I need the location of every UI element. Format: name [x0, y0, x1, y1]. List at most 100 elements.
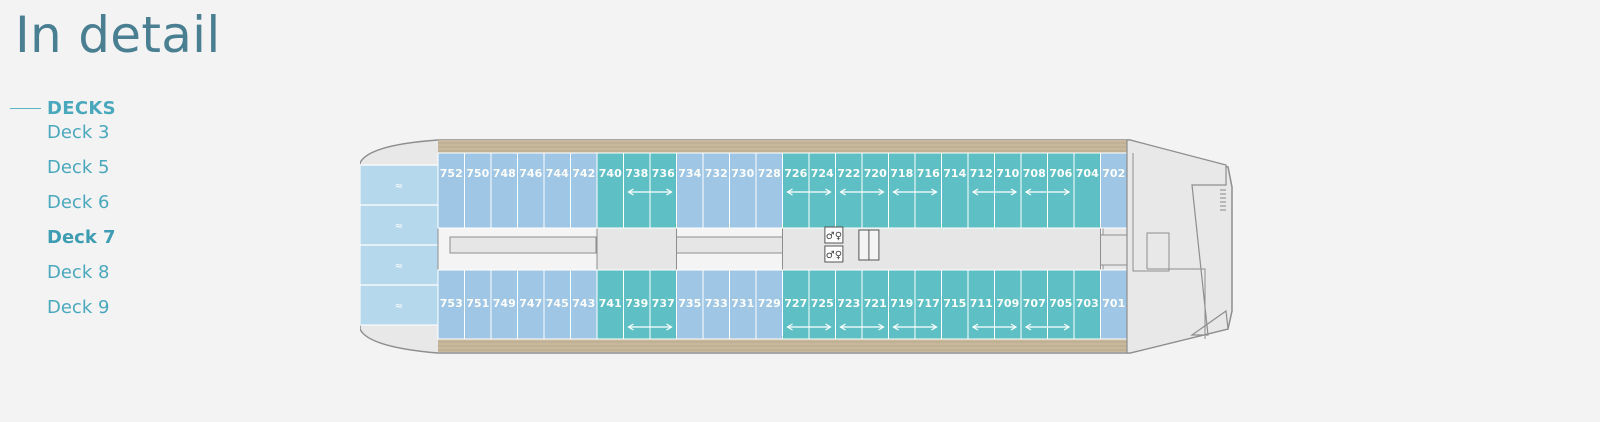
cabin-729[interactable]: 729	[755, 269, 783, 340]
cabin-743[interactable]: 743	[570, 269, 598, 340]
deck-link-7[interactable]: Deck 7	[47, 227, 116, 248]
cabin-719[interactable]: 719	[888, 269, 916, 340]
cabin-714[interactable]: 714	[941, 152, 969, 229]
cabin-749[interactable]: 749	[490, 269, 518, 340]
cabin-716[interactable]: 716	[914, 152, 942, 229]
cabin-750[interactable]: 750	[464, 152, 492, 229]
cabin-708[interactable]: 708	[1020, 152, 1048, 229]
cabin-cell[interactable]	[994, 152, 1022, 229]
cabin-cell[interactable]	[941, 152, 969, 229]
cabin-740[interactable]: 740	[596, 152, 624, 229]
cabin-cell[interactable]	[623, 152, 651, 229]
cabin-cell[interactable]	[808, 152, 836, 229]
cabin-cell[interactable]	[676, 269, 704, 340]
cabin-705[interactable]: 705	[1047, 269, 1075, 340]
cabin-747[interactable]: 747	[517, 269, 545, 340]
deck-navigation: DECKS Deck 3 Deck 5 Deck 6 Deck 7 Deck 8…	[10, 96, 116, 330]
cabin-744[interactable]: 744	[543, 152, 571, 229]
cabin-cell[interactable]	[729, 152, 757, 229]
cabin-728[interactable]: 728	[755, 152, 783, 229]
cabin-cell[interactable]	[1073, 269, 1101, 340]
cabin-cell[interactable]	[729, 269, 757, 340]
cabin-721[interactable]: 721	[861, 269, 889, 340]
cabin-739[interactable]: 739	[623, 269, 651, 340]
cabin-cell[interactable]	[782, 152, 810, 229]
cabin-cell[interactable]	[596, 152, 624, 229]
cabin-cell[interactable]	[702, 269, 730, 340]
cabin-736[interactable]: 736	[649, 152, 677, 229]
cabin-cell[interactable]	[1020, 152, 1048, 229]
cabin-727[interactable]: 727	[782, 269, 810, 340]
cabin-753[interactable]: 753	[437, 269, 465, 340]
cabin-710[interactable]: 710	[994, 152, 1022, 229]
cabin-cell[interactable]	[490, 269, 518, 340]
cabin-cell[interactable]	[517, 269, 545, 340]
deck-link-6[interactable]: Deck 6	[47, 192, 110, 213]
cabin-737[interactable]: 737	[649, 269, 677, 340]
cabin-718[interactable]: 718	[888, 152, 916, 229]
cabin-number: 724	[811, 167, 834, 180]
facility-icons: ♂♀♂♀	[824, 226, 880, 263]
cabin-cell[interactable]	[967, 152, 995, 229]
cabin-cell[interactable]	[702, 152, 730, 229]
cabin-731[interactable]: 731	[729, 269, 757, 340]
cabin-742[interactable]: 742	[570, 152, 598, 229]
cabin-715[interactable]: 715	[941, 269, 969, 340]
cabin-738[interactable]: 738	[623, 152, 651, 229]
forward-lounge: ≈≈≈≈	[360, 164, 439, 326]
cabin-712[interactable]: 712	[967, 152, 995, 229]
cabin-703[interactable]: 703	[1073, 269, 1101, 340]
cabin-cell[interactable]	[596, 269, 624, 340]
cabin-cell[interactable]	[490, 152, 518, 229]
cabin-751[interactable]: 751	[464, 269, 492, 340]
cabin-717[interactable]: 717	[914, 269, 942, 340]
cabin-cell[interactable]	[464, 269, 492, 340]
deck-link-8[interactable]: Deck 8	[47, 262, 110, 283]
cabin-725[interactable]: 725	[808, 269, 836, 340]
cabin-cell[interactable]	[570, 152, 598, 229]
cabin-cell[interactable]	[517, 152, 545, 229]
cabin-cell[interactable]	[914, 152, 942, 229]
cabin-cell[interactable]	[1073, 152, 1101, 229]
cabin-cell[interactable]	[649, 152, 677, 229]
cabin-709[interactable]: 709	[994, 269, 1022, 340]
cabin-cell[interactable]	[835, 152, 863, 229]
cabin-722[interactable]: 722	[835, 152, 863, 229]
cabin-number: 725	[811, 297, 834, 310]
cabin-707[interactable]: 707	[1020, 269, 1048, 340]
cabin-cell[interactable]	[570, 269, 598, 340]
cabin-cell[interactable]	[1047, 152, 1075, 229]
deck-link-3[interactable]: Deck 3	[47, 122, 110, 143]
cabin-cell[interactable]	[755, 269, 783, 340]
cabin-cell[interactable]	[1100, 152, 1128, 229]
cabin-706[interactable]: 706	[1047, 152, 1075, 229]
cabin-cell[interactable]	[1100, 269, 1128, 340]
cabin-cell[interactable]	[464, 152, 492, 229]
cabin-720[interactable]: 720	[861, 152, 889, 229]
deck-link-5[interactable]: Deck 5	[47, 157, 110, 178]
deck-link-9[interactable]: Deck 9	[47, 297, 110, 318]
cabin-745[interactable]: 745	[543, 269, 571, 340]
cabin-732[interactable]: 732	[702, 152, 730, 229]
cabin-711[interactable]: 711	[967, 269, 995, 340]
cabin-735[interactable]: 735	[676, 269, 704, 340]
cabin-748[interactable]: 748	[490, 152, 518, 229]
cabin-752[interactable]: 752	[437, 152, 465, 229]
cabin-734[interactable]: 734	[676, 152, 704, 229]
cabin-cell[interactable]	[543, 152, 571, 229]
cabin-724[interactable]: 724	[808, 152, 836, 229]
cabin-cell[interactable]	[676, 152, 704, 229]
cabin-cell[interactable]	[437, 152, 465, 229]
cabin-723[interactable]: 723	[835, 269, 863, 340]
cabin-cell[interactable]	[888, 152, 916, 229]
cabin-702[interactable]: 702	[1100, 152, 1128, 229]
cabin-733[interactable]: 733	[702, 269, 730, 340]
cabin-741[interactable]: 741	[596, 269, 624, 340]
cabin-730[interactable]: 730	[729, 152, 757, 229]
cabin-701[interactable]: 701	[1100, 269, 1128, 340]
cabin-704[interactable]: 704	[1073, 152, 1101, 229]
cabin-cell[interactable]	[755, 152, 783, 229]
cabin-746[interactable]: 746	[517, 152, 545, 229]
cabin-cell[interactable]	[861, 152, 889, 229]
cabin-726[interactable]: 726	[782, 152, 810, 229]
